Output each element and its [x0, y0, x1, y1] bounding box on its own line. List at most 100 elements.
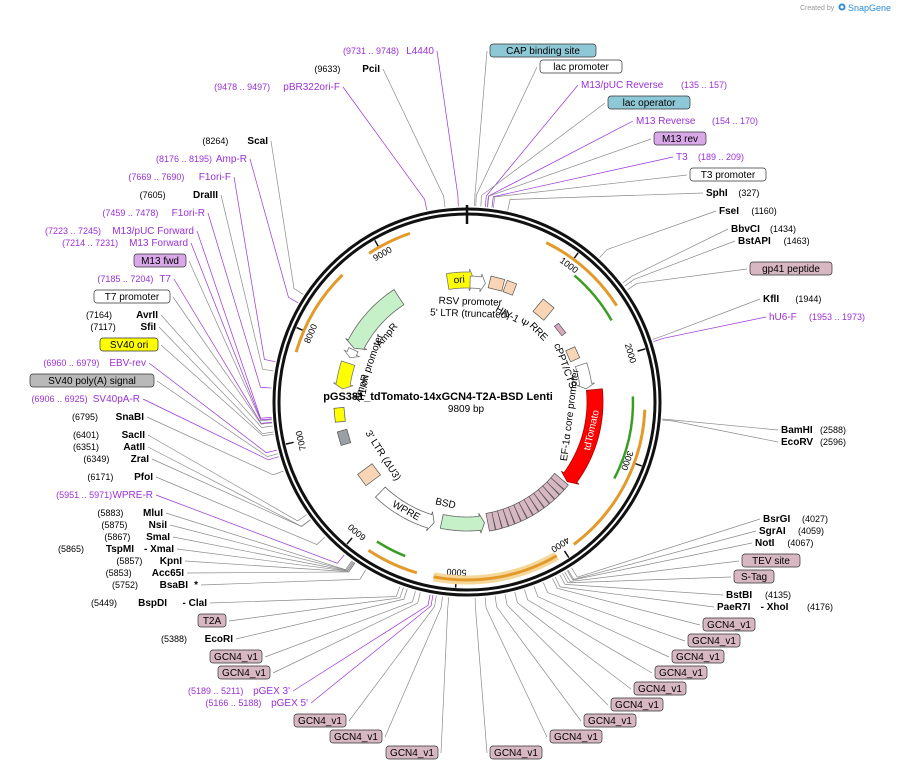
feature-tag-sv40-ori[interactable]: SV40 ori: [99, 337, 159, 352]
feature-tag-gcn4-v1[interactable]: GCN4_v1: [217, 665, 271, 680]
feature-tag-gcn4-v1[interactable]: GCN4_v1: [293, 713, 347, 728]
primer-t3[interactable]: T3(189 .. 209): [676, 152, 744, 163]
restriction-site-kfli[interactable]: KflI(1944): [763, 294, 821, 305]
restriction-site-position: (1434): [770, 224, 796, 234]
feature-tag-sv40-poly-a-signal[interactable]: SV40 poly(A) signal: [29, 373, 155, 388]
restriction-site-bamhi[interactable]: BamHI(2588): [781, 425, 846, 436]
gcn4-repeat-box[interactable]: [485, 511, 496, 532]
branding-app[interactable]: SnapGene: [848, 3, 891, 13]
restriction-site-paer7i[interactable]: PaeR7I- XhoI(4176): [717, 602, 833, 613]
ampr-promoter-feature[interactable]: [343, 347, 361, 359]
rsv-promoter-feature[interactable]: [469, 273, 486, 292]
feature-tag-lac-operator[interactable]: lac operator: [607, 95, 691, 110]
restriction-site-aatii[interactable]: (6351)AatII: [73, 442, 145, 453]
primer-hu6-f[interactable]: hU6-F(1953 .. 1973): [769, 312, 865, 323]
feature-tag-gcn4-v1[interactable]: GCN4_v1: [209, 649, 263, 664]
wpre-feature[interactable]: [374, 486, 435, 532]
tdtomato-feature[interactable]: [561, 388, 604, 485]
restriction-site-bstapi[interactable]: BstAPI(1463): [738, 236, 810, 247]
feature-tag-gcn4-v1[interactable]: GCN4_v1: [385, 745, 439, 760]
feature-tag-lac-promoter[interactable]: lac promoter: [539, 59, 623, 74]
primer-t7[interactable]: T7(7185 .. 7204): [97, 274, 171, 285]
restriction-site-acc65i[interactable]: (5853)Acc65I: [106, 568, 185, 579]
ef1a-promoter-feature[interactable]: [574, 362, 595, 390]
restriction-site-bsrgi[interactable]: BsrGI(4027): [763, 514, 828, 525]
restriction-site-ecori[interactable]: (5388)EcoRI: [161, 634, 233, 645]
bsd-feature[interactable]: [439, 513, 485, 534]
f1-ori-feature[interactable]: [333, 360, 356, 390]
feature-tag-m13-rev[interactable]: M13 rev: [653, 131, 707, 146]
restriction-site-mlui[interactable]: (5883)MluI: [97, 508, 163, 519]
restriction-site-sfii[interactable]: (7117)SfiI: [90, 322, 156, 333]
feature-tag-gcn4-v1[interactable]: GCN4_v1: [489, 745, 543, 760]
primer-sv40pa-r[interactable]: SV40pA-R(6906 .. 6925): [32, 394, 140, 405]
restriction-site-sphi[interactable]: SphI(327): [706, 188, 759, 199]
feature-tag-gcn4-v1[interactable]: GCN4_v1: [671, 649, 725, 664]
feature-tag-gcn4-v1[interactable]: GCN4_v1: [610, 697, 664, 712]
primer-ebv-rev[interactable]: EBV-rev(6960 .. 6979): [43, 358, 146, 369]
sv40-ori-box[interactable]: [333, 406, 346, 423]
primer-amp-r[interactable]: Amp-R(8176 .. 8195): [156, 154, 247, 165]
restriction-site-snabi[interactable]: (6795)SnaBI: [72, 412, 144, 423]
ltr3-box[interactable]: [357, 463, 381, 487]
restriction-site-bbvci[interactable]: BbvCI(1434): [731, 224, 796, 235]
feature-tag-tev-site[interactable]: TEV site: [741, 553, 801, 568]
restriction-site-ecorv[interactable]: EcoRV(2596): [781, 437, 846, 448]
primer-m13-puc-reverse[interactable]: M13/pUC Reverse(135 .. 157): [581, 80, 727, 91]
primer-f1ori-r[interactable]: F1ori-R(7459 .. 7478): [102, 208, 205, 219]
feature-tag-gcn4-v1[interactable]: GCN4_v1: [633, 681, 687, 696]
feature-tag-gcn4-v1[interactable]: GCN4_v1: [583, 713, 637, 728]
feature-tag-gcn4-v1[interactable]: GCN4_v1: [329, 729, 383, 744]
restriction-site-position: (4067): [787, 538, 813, 548]
primer-pgex-5-[interactable]: pGEX 5'(5166 .. 5188): [205, 698, 308, 709]
feature-tag-t2a[interactable]: T2A: [197, 613, 227, 628]
feature-tag-gp41-peptide[interactable]: gp41 peptide: [749, 261, 833, 276]
primer-pbr322ori-f[interactable]: pBR322ori-F(9478 .. 9497): [214, 82, 340, 93]
restriction-site-position: (6349): [83, 454, 109, 464]
restriction-site-bstbi[interactable]: BstBI(4135): [726, 590, 791, 601]
restriction-site-scai[interactable]: (8264)ScaI: [202, 136, 268, 147]
ampr-feature[interactable]: [345, 289, 405, 350]
feature-tag-t3-promoter[interactable]: T3 promoter: [689, 167, 767, 182]
primer-wpre-r[interactable]: WPRE-R(5951 .. 5971): [56, 490, 153, 501]
restriction-site-zrai[interactable]: (6349)ZraI: [83, 454, 149, 465]
feature-tag-cap-binding-site[interactable]: CAP binding site: [489, 43, 597, 58]
restriction-site-pfoi[interactable]: (6171)PfoI: [87, 472, 153, 483]
restriction-site-sgrai[interactable]: SgrAI(4059): [759, 526, 824, 537]
primer-l4440[interactable]: L4440(9731 .. 9748): [343, 46, 434, 57]
cppt-box[interactable]: [565, 346, 581, 363]
feature-tag-gcn4-v1[interactable]: GCN4_v1: [549, 729, 603, 744]
primer-position: (9731 .. 9748): [343, 46, 399, 56]
feature-tag-box: [133, 253, 187, 268]
feature-tag-gcn4-v1[interactable]: GCN4_v1: [654, 665, 708, 680]
rre-box[interactable]: [553, 322, 567, 337]
restriction-site-bsabi[interactable]: (5752)BsaBI*: [112, 580, 198, 591]
tick-mark: [285, 441, 294, 445]
restriction-site-bspdi[interactable]: (5449)BspDI- ClaI: [91, 598, 207, 609]
hiv-psi-box[interactable]: [532, 298, 555, 321]
primer-m13-reverse[interactable]: M13 Reverse(154 .. 170): [636, 116, 758, 127]
restriction-site-pcii[interactable]: (9633)PciI: [314, 64, 380, 75]
restriction-site-tspmi[interactable]: (5865)TspMI- XmaI: [58, 544, 174, 555]
restriction-site-name: MluI: [143, 508, 163, 519]
primer-m13-puc-forward[interactable]: M13/pUC Forward(7223 .. 7245): [45, 226, 194, 237]
feature-tag-gcn4-v1[interactable]: GCN4_v1: [702, 617, 756, 632]
restriction-site-nsii[interactable]: (5875)NsiI: [101, 520, 167, 531]
restriction-site-noti[interactable]: NotI(4067): [755, 538, 813, 549]
ltr-box[interactable]: [487, 275, 506, 292]
restriction-site-kpni[interactable]: (5857)KpnI: [116, 556, 182, 567]
primer-pgex-3-[interactable]: pGEX 3'(5189 .. 5211): [188, 686, 290, 697]
feature-tag-s-tag[interactable]: S-Tag: [733, 569, 775, 584]
restriction-site-draiii[interactable]: (7605)DraIII: [140, 190, 219, 201]
primer-f1ori-f[interactable]: F1ori-F(7669 .. 7690): [128, 172, 231, 183]
sv40-polya-box[interactable]: [336, 428, 352, 446]
primer-m13-forward[interactable]: M13 Forward(7214 .. 7231): [62, 238, 188, 249]
restriction-site-avrii[interactable]: (7164)AvrII: [86, 310, 158, 321]
restriction-site-sacii[interactable]: (6401)SacII: [73, 430, 145, 441]
feature-tag-t7-promoter[interactable]: T7 promoter: [93, 289, 171, 304]
feature-tag-m13-fwd[interactable]: M13 fwd: [133, 253, 187, 268]
feature-tag-gcn4-v1[interactable]: GCN4_v1: [687, 633, 741, 648]
restriction-site-smai[interactable]: (5867)SmaI: [104, 532, 170, 543]
ltr-box-2[interactable]: [502, 279, 518, 296]
restriction-site-fsei[interactable]: FseI(1160): [719, 206, 777, 217]
